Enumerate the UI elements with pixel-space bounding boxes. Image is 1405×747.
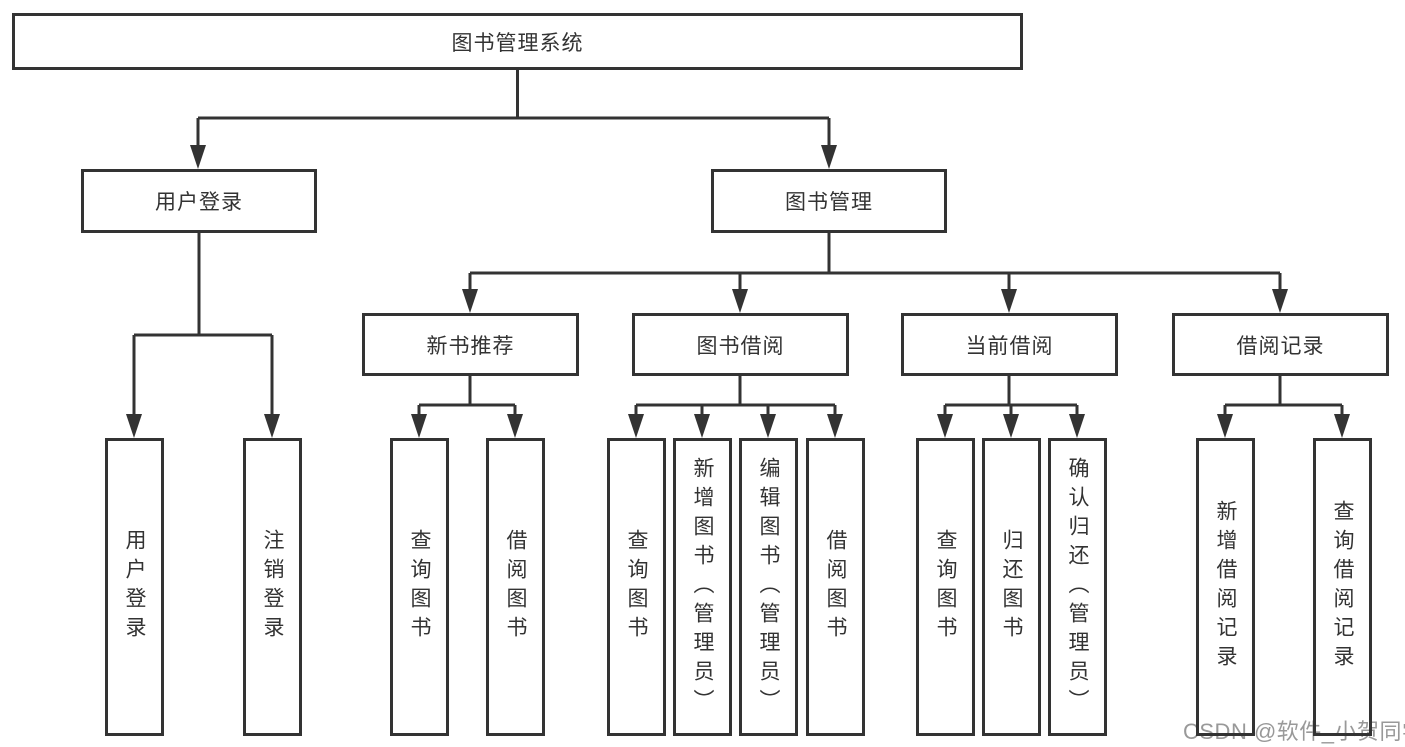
leaf-recommend-borrow-books-label: 借阅图书 (504, 529, 527, 645)
leaf-borrow-books: 借阅图书 (806, 438, 865, 736)
leaf-query-borrow-record-label: 查询借阅记录 (1331, 500, 1354, 674)
node-current-borrow: 当前借阅 (901, 313, 1118, 376)
node-new-book-recommend-label: 新书推荐 (426, 334, 515, 358)
leaf-confirm-return-admin-label: 确认归还（管理员） (1066, 456, 1089, 718)
node-borrow-records: 借阅记录 (1172, 313, 1389, 376)
leaf-add-borrow-record-label: 新增借阅记录 (1214, 500, 1237, 674)
leaf-recommend-query-books-label: 查询图书 (408, 529, 431, 645)
leaf-edit-book-admin-label: 编辑图书（管理员） (757, 456, 780, 718)
node-root-label: 图书管理系统 (451, 31, 584, 55)
leaf-add-borrow-record: 新增借阅记录 (1196, 438, 1255, 736)
node-root: 图书管理系统 (12, 13, 1023, 70)
leaf-logout-label: 注销登录 (261, 529, 284, 645)
leaf-user-login: 用户登录 (105, 438, 164, 736)
leaf-recommend-borrow-books: 借阅图书 (486, 438, 545, 736)
node-current-borrow-label: 当前借阅 (965, 334, 1054, 358)
watermark: CSDN @软件_小贺同学 (1183, 719, 1405, 744)
node-borrow-records-label: 借阅记录 (1236, 334, 1325, 358)
leaf-edit-book-admin: 编辑图书（管理员） (739, 438, 798, 736)
leaf-borrow-query-books-label: 查询图书 (625, 529, 648, 645)
node-book-management: 图书管理 (711, 169, 947, 233)
node-book-borrow: 图书借阅 (632, 313, 849, 376)
leaf-confirm-return-admin: 确认归还（管理员） (1048, 438, 1107, 736)
leaf-return-book-label: 归还图书 (1000, 529, 1023, 645)
leaf-borrow-books-label: 借阅图书 (824, 529, 847, 645)
leaf-user-login-label: 用户登录 (123, 529, 146, 645)
node-user-login-label: 用户登录 (155, 191, 243, 214)
node-book-borrow-label: 图书借阅 (696, 334, 785, 358)
leaf-add-book-admin-label: 新增图书（管理员） (691, 456, 714, 718)
node-user-login: 用户登录 (81, 169, 317, 233)
leaf-query-borrow-record: 查询借阅记录 (1313, 438, 1372, 736)
leaf-borrow-query-books: 查询图书 (607, 438, 666, 736)
leaf-current-query-books-label: 查询图书 (934, 529, 957, 645)
leaf-logout: 注销登录 (243, 438, 302, 736)
leaf-recommend-query-books: 查询图书 (390, 438, 449, 736)
leaf-return-book: 归还图书 (982, 438, 1041, 736)
leaf-current-query-books: 查询图书 (916, 438, 975, 736)
node-book-management-label: 图书管理 (785, 191, 873, 214)
node-new-book-recommend: 新书推荐 (362, 313, 579, 376)
leaf-add-book-admin: 新增图书（管理员） (673, 438, 732, 736)
